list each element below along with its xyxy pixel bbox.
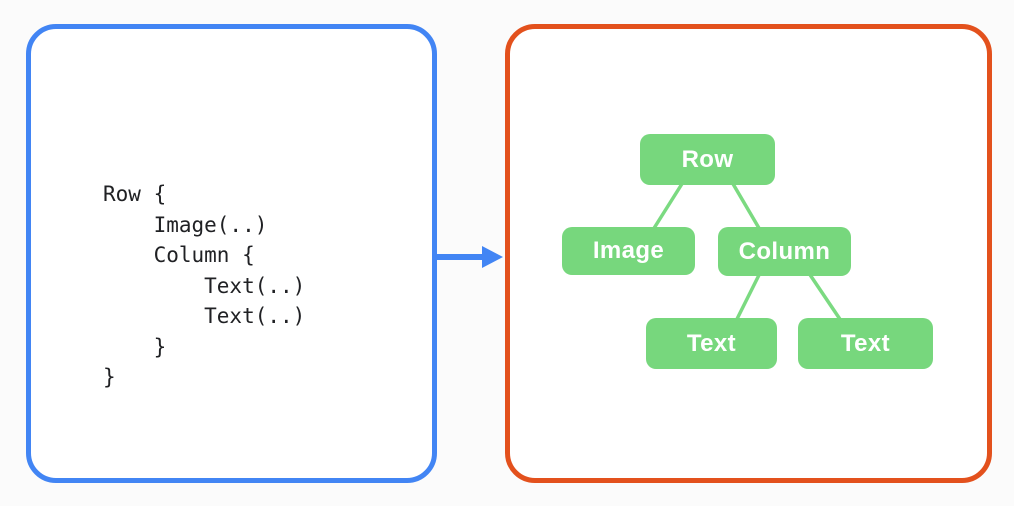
right-arrow-icon [434, 246, 503, 268]
tree-edges [651, 181, 843, 322]
tree-node-image: Image [562, 227, 695, 275]
tree-panel: Row Image Column Text Text [505, 24, 992, 483]
tree-node-text-second: Text [798, 318, 933, 369]
tree-node-row: Row [640, 134, 775, 185]
code-panel: Row { Image(..) Column { Text(..) Text(.… [26, 24, 437, 483]
compose-code-block: Row { Image(..) Column { Text(..) Text(.… [103, 182, 306, 389]
tree-node-text-first: Text [646, 318, 777, 369]
tree-node-column: Column [718, 227, 851, 276]
